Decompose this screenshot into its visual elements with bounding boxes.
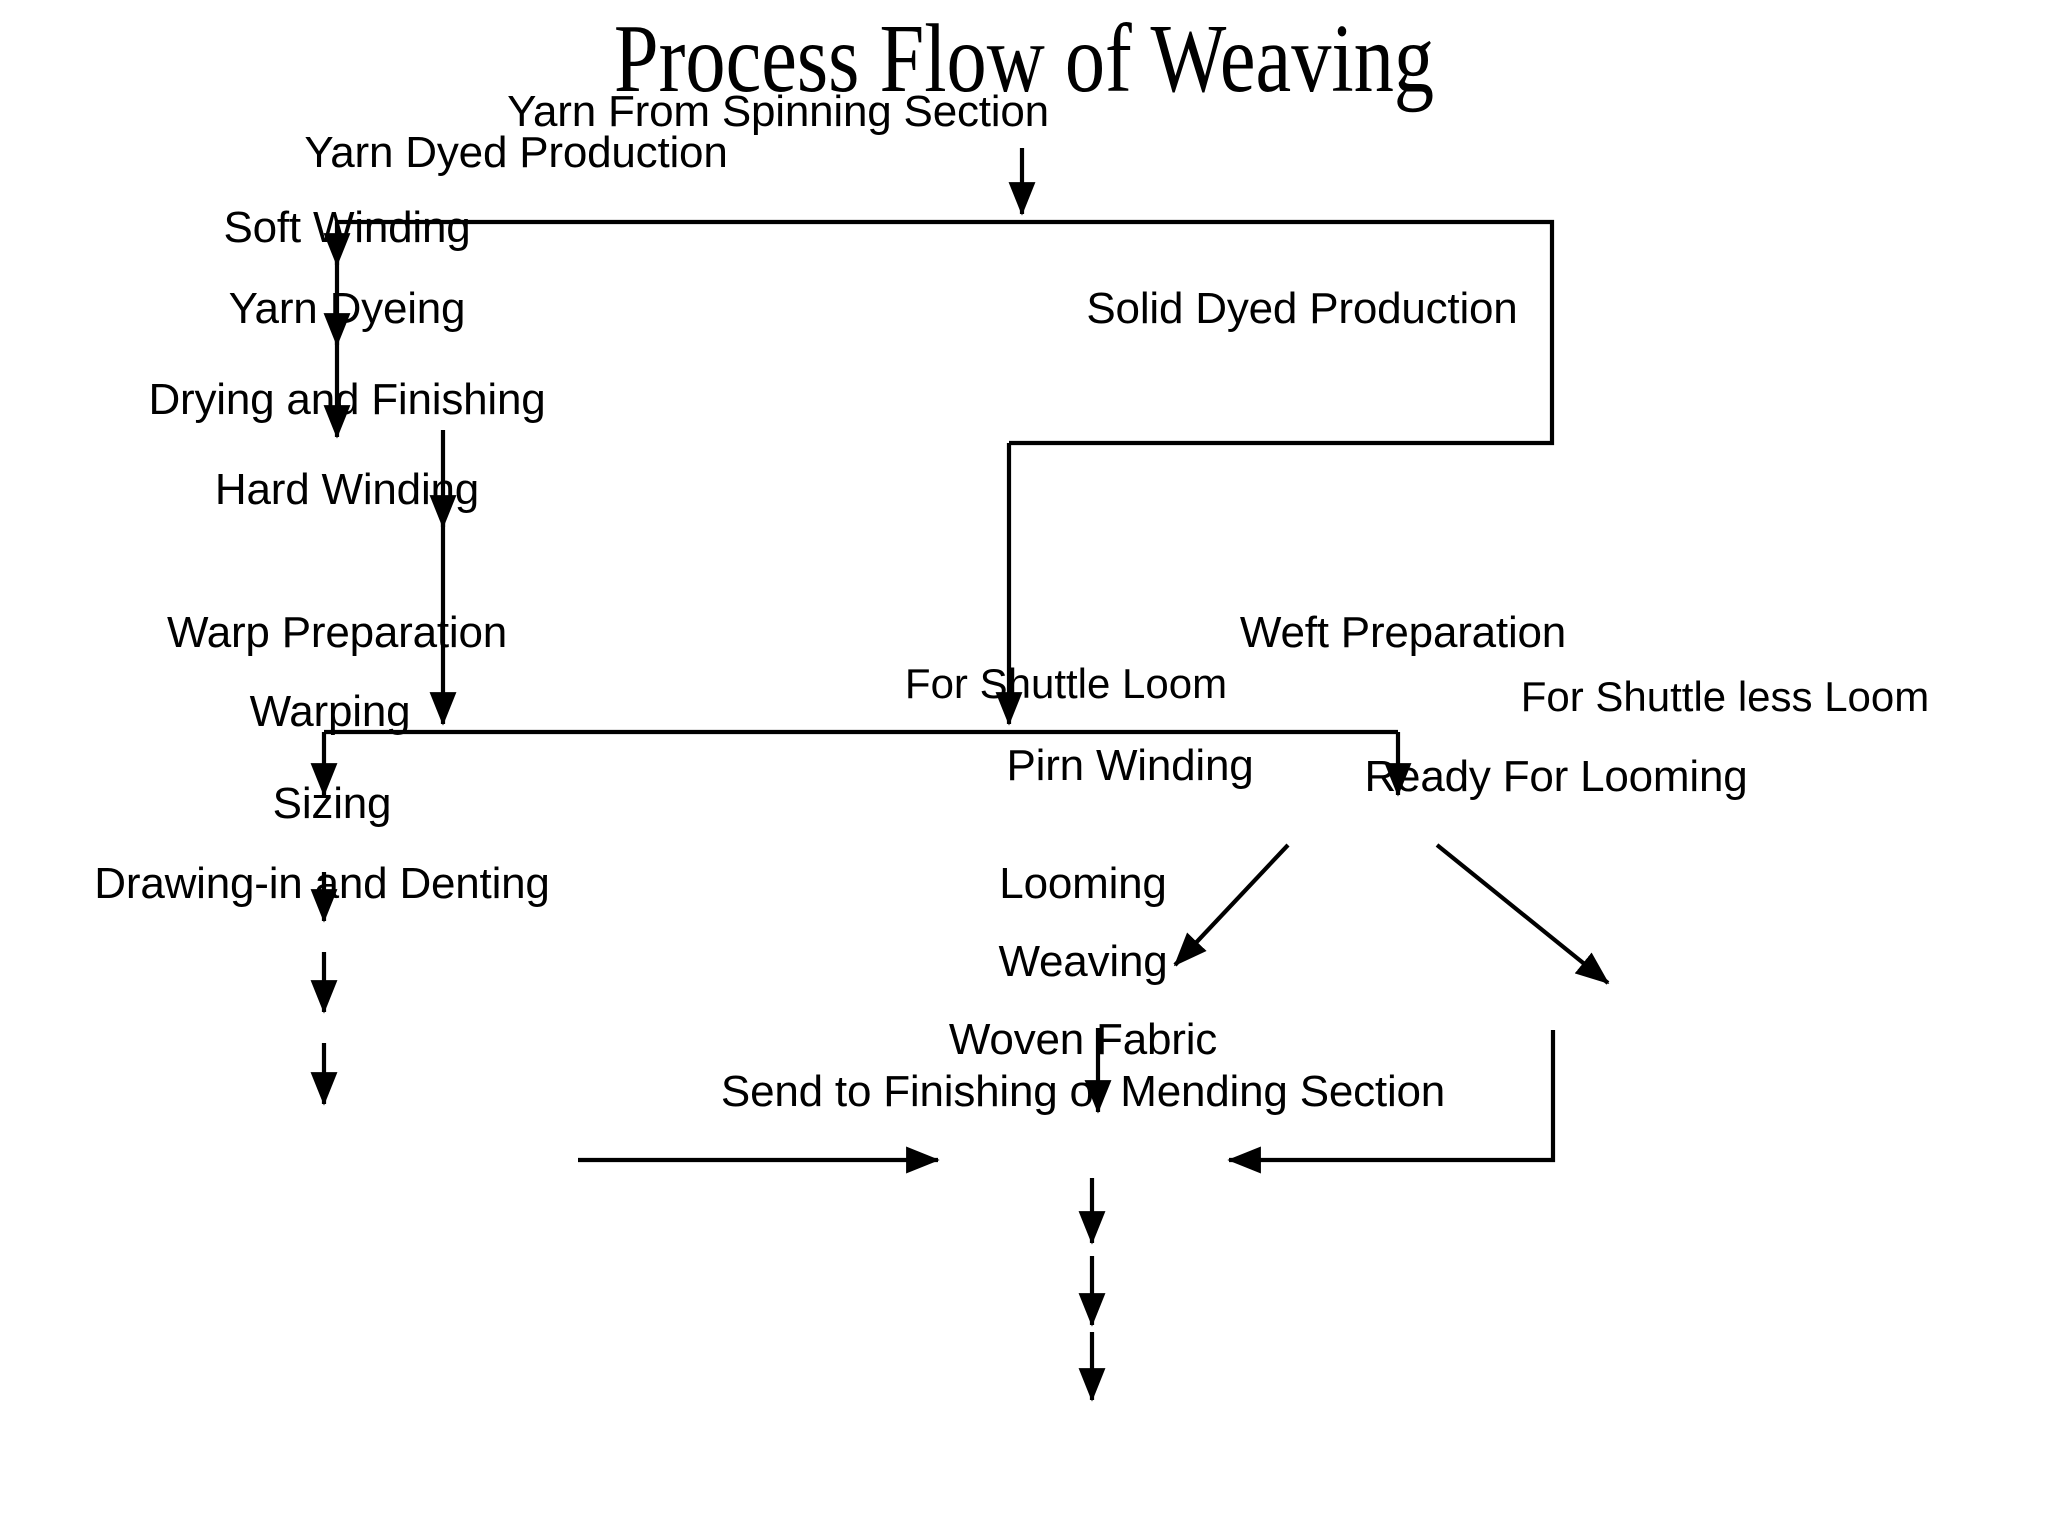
page-title: Process Flow of Weaving — [613, 5, 1435, 113]
node-ready-for-looming[interactable]: Ready For Looming — [1364, 752, 1748, 801]
node-soft-winding[interactable]: Soft Winding — [223, 203, 471, 252]
node-weft-preparation[interactable]: Weft Preparation — [1239, 608, 1567, 657]
node-warp-preparation[interactable]: Warp Preparation — [167, 608, 507, 657]
node-looming[interactable]: Looming — [999, 859, 1167, 908]
node-yarn-from-spinning-section[interactable]: Yarn From Spinning Section — [507, 87, 1049, 136]
node-drying-and-finishing[interactable]: Drying and Finishing — [148, 375, 546, 424]
node-hard-winding[interactable]: Hard Winding — [214, 465, 480, 514]
edge-label-for-shuttle-less-loom: For Shuttle less Loom — [1520, 673, 1930, 720]
edge-ready-for-looming-to-looming — [1227, 1030, 1556, 1174]
node-yarn-dyeing[interactable]: Yarn Dyeing — [228, 284, 466, 333]
node-send-to-finishing-or-mending-section[interactable]: Send to Finishing or Mending Section — [720, 1067, 1446, 1116]
node-woven-fabric[interactable]: Woven Fabric — [948, 1015, 1218, 1064]
node-pirn-winding[interactable]: Pirn Winding — [1006, 741, 1254, 790]
node-drawing-in-and-denting[interactable]: Drawing-in and Denting — [94, 859, 550, 908]
node-warping[interactable]: Warping — [249, 687, 411, 736]
node-weaving[interactable]: Weaving — [998, 937, 1168, 986]
node-sizing[interactable]: Sizing — [272, 779, 392, 828]
edge-weft-to-pirn-winding — [1173, 843, 1290, 967]
edge-weft-to-ready-for-looming — [1435, 843, 1610, 985]
node-yarn-dyed-production[interactable]: Yarn Dyed Production — [304, 128, 728, 177]
edge-top-bus — [337, 219, 1555, 446]
edge-label-for-shuttle-loom: For Shuttle Loom — [904, 660, 1228, 707]
node-solid-dyed-production[interactable]: Solid Dyed Production — [1086, 284, 1518, 333]
